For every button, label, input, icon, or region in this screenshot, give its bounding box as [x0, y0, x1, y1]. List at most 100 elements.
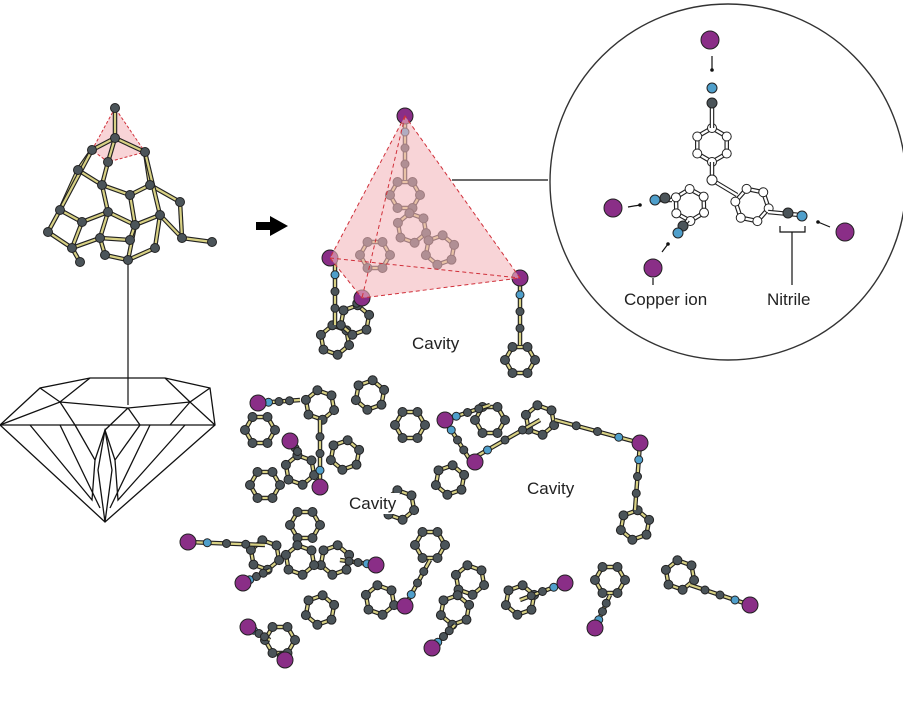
carbon-atom [670, 192, 681, 203]
copper-ion [700, 30, 720, 50]
carbon-atom [330, 303, 340, 313]
carbon-atom [241, 539, 251, 549]
carbon-atom [248, 559, 259, 570]
carbon-atom [700, 585, 710, 595]
nitrogen-atom [406, 590, 416, 599]
carbon-atom [87, 145, 97, 155]
copper-ion [281, 432, 299, 450]
carbon-atom [285, 396, 294, 406]
carbon-atom [344, 340, 355, 351]
carbon-atom [526, 591, 536, 601]
carbon-atom [335, 320, 346, 331]
carbon-atom [439, 632, 448, 641]
carbon-atom [326, 390, 337, 401]
carbon-atom [698, 191, 709, 202]
carbon-atom [262, 412, 273, 423]
carbon-atom [329, 405, 340, 416]
carbon-atom [671, 208, 682, 219]
carbon-atom [620, 575, 630, 585]
carbon-atom [297, 569, 308, 580]
nitrogen-atom [315, 465, 325, 475]
copper-ion [234, 574, 252, 592]
carbon-atom [306, 455, 317, 466]
cavity-label-top: Cavity [412, 334, 460, 353]
carbon-atom [500, 415, 510, 425]
carbon-atom [110, 133, 120, 143]
carbon-atom [285, 520, 295, 530]
cavity-label-left: Cavity [349, 494, 397, 513]
carbon-atom [353, 558, 363, 567]
carbon-atom [741, 183, 752, 194]
nitrogen-atom [649, 194, 661, 206]
carbon-atom [612, 587, 623, 598]
arrow-head-icon [638, 203, 642, 207]
carbon-atom [406, 490, 417, 501]
copper-ion [239, 618, 257, 636]
carbon-atom [262, 437, 273, 448]
carbon-atom [447, 460, 458, 471]
nitrogen-atom [706, 82, 718, 94]
carbon-atom [222, 539, 231, 548]
carbon-atom [150, 243, 160, 253]
nitrogen-atom [483, 445, 492, 455]
nitrogen-atom [730, 595, 740, 605]
nitrogen-atom [672, 227, 684, 239]
carbon-atom [699, 207, 710, 218]
carbon-atom [315, 520, 325, 530]
carbon-atom [252, 467, 263, 478]
carbon-atom [503, 585, 514, 596]
carbon-atom [318, 344, 329, 355]
diamond-gem-drawing [0, 377, 216, 523]
label-backdrop [409, 333, 463, 354]
carbon-atom [103, 157, 113, 167]
carbon-atom [379, 384, 390, 395]
carbon-atom [97, 180, 107, 190]
arrow-right-icon [256, 216, 288, 236]
carbon-atom [492, 402, 503, 413]
copper-ion [603, 198, 623, 218]
carbon-atom [338, 305, 349, 316]
carbon-atom [376, 399, 387, 410]
carbon-atom [597, 562, 608, 573]
copper-ion [311, 478, 329, 496]
carbon-atom [660, 564, 671, 575]
carbon-atom [644, 514, 655, 525]
carbon-atom [453, 435, 462, 445]
carbon-atom [351, 459, 362, 470]
carbon-atom [597, 587, 608, 598]
carbon-atom [752, 216, 763, 227]
carbon-atom [500, 355, 510, 365]
carbon-atom [177, 233, 187, 243]
carbon-atom [612, 562, 623, 573]
carbon-atom [386, 585, 397, 596]
carbon-atom [459, 469, 470, 480]
carbon-atom [95, 233, 105, 243]
carbon-atom [464, 599, 475, 610]
label-backdrop [621, 289, 711, 310]
carbon-atom [283, 474, 294, 485]
carbon-atom [735, 212, 746, 223]
carbon-atom [782, 207, 794, 219]
nitrogen-atom [515, 290, 525, 300]
copper-ion [586, 619, 604, 637]
carbon-atom [55, 205, 65, 215]
carbon-atom [721, 131, 732, 142]
carbon-atom [530, 355, 540, 365]
nitrogen-atom [451, 411, 461, 421]
carbon-atom [500, 600, 511, 611]
carbon-atom [463, 408, 472, 417]
nitrogen-atom [796, 210, 808, 222]
carbon-atom [260, 632, 269, 642]
carbon-atom [758, 187, 769, 198]
carbon-atom [618, 510, 629, 521]
carbon-atom [715, 590, 725, 600]
carbon-atom [412, 407, 423, 418]
carbon-atom [663, 579, 674, 590]
carbon-atom [125, 235, 135, 245]
carbon-atom [306, 545, 317, 556]
nitrogen-atom [330, 270, 340, 280]
carbon-atom [245, 480, 255, 490]
carbon-atom [593, 427, 602, 436]
carbon-atom [332, 540, 343, 551]
carbon-atom [271, 540, 282, 551]
